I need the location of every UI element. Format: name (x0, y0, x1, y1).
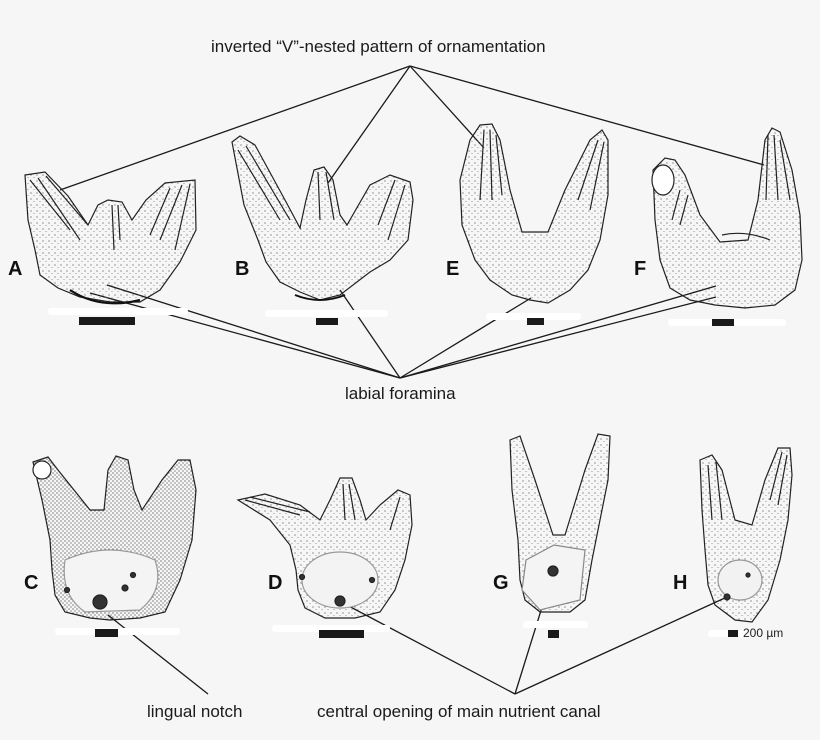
tooth-c-drawing (32, 455, 197, 621)
lingual-notch-annotation: lingual notch (147, 702, 243, 721)
panel-label-f: F (634, 258, 647, 280)
scale-backdrop-g (523, 621, 588, 628)
scale-bar-f (712, 319, 734, 326)
panel-label-b: B (235, 258, 250, 280)
panel-label-a: A (8, 258, 23, 280)
scale-bar-label: 200 µm (743, 626, 784, 640)
labial-foramina-leader-lines (89, 284, 717, 379)
scale-bar-d (319, 630, 364, 638)
ornamentation-annotation: inverted “V”-nested pattern of ornamenta… (211, 37, 546, 56)
labial-foramina-annotation: labial foramina (345, 384, 456, 403)
scale-bar-e (527, 318, 544, 325)
scale-bar-b (316, 318, 338, 325)
tooth-g-drawing (509, 433, 611, 613)
panel-label-h: H (673, 572, 688, 594)
scale-backdrop-b (265, 310, 388, 317)
tooth-h-drawing (699, 447, 793, 623)
scale-bar-h (728, 630, 738, 637)
panel-label-c: C (24, 572, 39, 594)
scale-bar-g (548, 630, 559, 638)
tooth-a-drawing (24, 171, 197, 305)
panel-label-g: G (493, 572, 509, 594)
ornamentation-leader-lines (59, 65, 765, 191)
scale-backdrop-e (486, 313, 581, 320)
bottom-leader-lines (107, 574, 728, 695)
tooth-d-drawing (236, 477, 413, 619)
tooth-f-drawing (651, 127, 803, 309)
panel-label-d: D (268, 572, 283, 594)
tooth-e-drawing (459, 123, 609, 304)
panel-label-e: E (446, 258, 460, 280)
scale-bar-a (79, 317, 135, 325)
tooth-b-drawing (231, 135, 414, 301)
nutrient-canal-annotation: central opening of main nutrient canal (317, 702, 601, 721)
scale-bar-c (95, 629, 118, 637)
scale-backdrop-a (48, 308, 188, 315)
